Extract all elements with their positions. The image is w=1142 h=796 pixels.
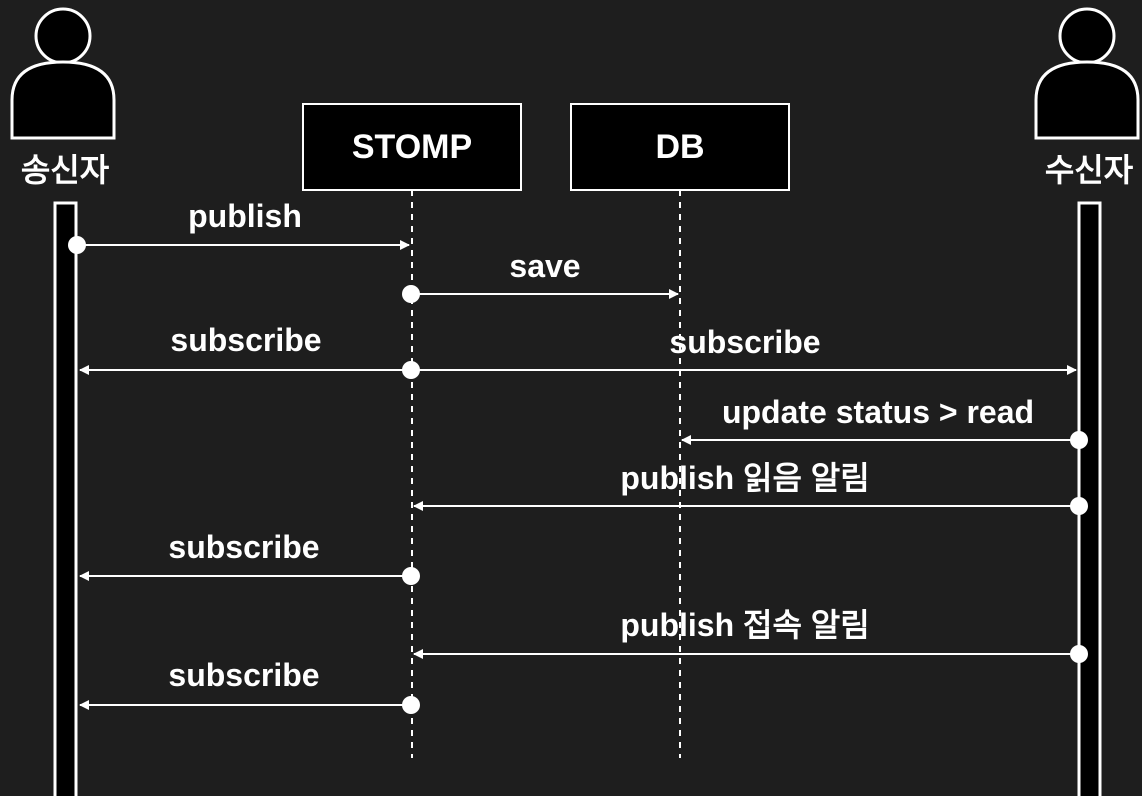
message-origin-dot — [1070, 645, 1088, 663]
message-publish-connect-notice: publish 접속 알림 — [413, 607, 1088, 663]
message-publish-read-notice: publish 읽음 알림 — [413, 460, 1088, 515]
message-origin-dot — [402, 567, 420, 585]
sender-label: 송신자 — [21, 152, 110, 188]
message-label: publish 접속 알림 — [620, 607, 869, 643]
message-subscribe: subscribe — [79, 529, 420, 585]
message-save: save — [402, 248, 679, 303]
message-origin-dot — [402, 361, 420, 379]
message-label: publish 읽음 알림 — [620, 460, 869, 496]
message-label: subscribe — [168, 529, 319, 565]
stomp-label: STOMP — [352, 128, 472, 166]
sender-actor: 송신자 — [10, 7, 116, 796]
db-label: DB — [655, 128, 704, 166]
stomp-box — [302, 103, 522, 191]
message-origin-dot — [68, 236, 86, 254]
stomp-participant: STOMP — [302, 103, 522, 758]
message-update-status: update status > read — [681, 394, 1088, 449]
message-origin-dot — [1070, 497, 1088, 515]
db-box — [570, 103, 790, 191]
message-origin-dot — [402, 285, 420, 303]
message-label: update status > read — [722, 394, 1034, 430]
person-icon — [10, 7, 116, 140]
message-label: subscribe — [170, 322, 321, 358]
message-origin-dot — [1070, 431, 1088, 449]
sender-activation-bar — [53, 201, 78, 796]
receiver-label: 수신자 — [1045, 152, 1134, 188]
message-publish: publish — [68, 198, 410, 254]
db-participant: DB — [570, 103, 790, 758]
message-label: subscribe — [669, 324, 820, 360]
message-label: subscribe — [168, 657, 319, 693]
message-label: save — [509, 248, 580, 284]
message-label: publish — [188, 198, 302, 234]
message-origin-dot — [402, 696, 420, 714]
person-icon — [1034, 7, 1140, 140]
message-subscribe: subscribe — [79, 657, 420, 714]
message-subscribe-both: subscribe subscribe — [79, 322, 1077, 379]
